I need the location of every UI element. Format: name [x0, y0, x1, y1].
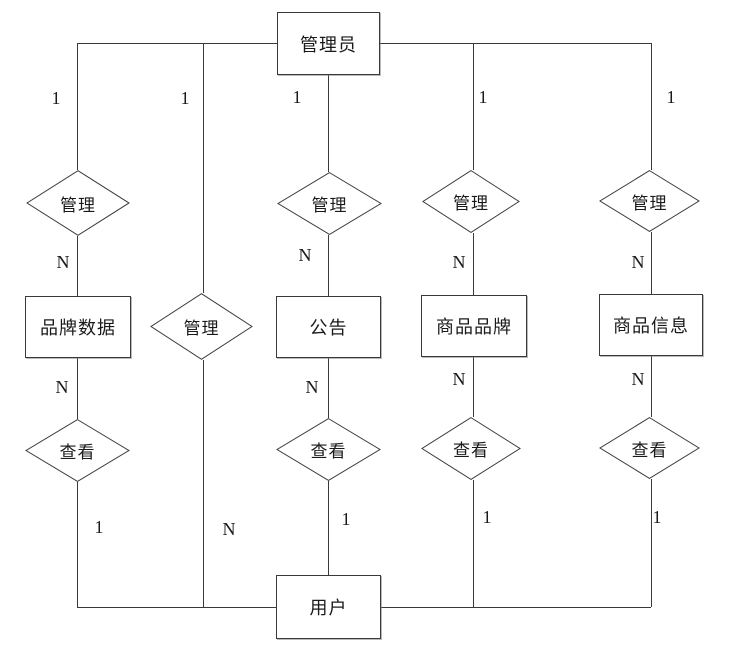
connector-line [473, 43, 474, 170]
diamond-shape-icon [150, 293, 253, 360]
relation-label: 管理 [60, 195, 96, 215]
entity-product-info: 商品信息 [599, 294, 703, 356]
cardinality-one: 1 [482, 507, 492, 527]
cardinality-one: 1 [666, 87, 676, 107]
relation-manage-brand-data: 管理 [26, 170, 130, 236]
cardinality-many: N [631, 369, 645, 389]
cardinality-one: 1 [652, 507, 662, 527]
cardinality-one: 1 [51, 88, 61, 108]
diamond-shape-icon [599, 170, 700, 232]
connector-line [77, 43, 277, 44]
cardinality-many: N [222, 519, 236, 539]
connector-line [77, 482, 78, 607]
cardinality-one: 1 [180, 88, 190, 108]
cardinality-many: N [298, 245, 312, 265]
relation-view-brand-data: 查看 [25, 419, 130, 482]
connector-line [77, 43, 78, 170]
connector-line [651, 232, 652, 294]
diamond-shape-icon [277, 172, 382, 235]
cardinality-one: 1 [94, 517, 104, 537]
relation-view-product-info: 查看 [599, 417, 700, 479]
relation-label: 查看 [453, 441, 489, 460]
entity-user: 用户 [276, 575, 381, 639]
diamond-shape-icon [421, 417, 521, 480]
connector-line [651, 479, 652, 607]
connector-line [328, 235, 329, 296]
relation-label: 查看 [59, 443, 96, 462]
diamond-shape-icon [276, 418, 381, 481]
connector-line [328, 358, 329, 418]
connector-line [651, 356, 652, 417]
relation-manage-product-brand: 管理 [422, 170, 520, 233]
relation-view-announcement: 查看 [276, 418, 381, 481]
relation-label: 管理 [183, 319, 220, 338]
diamond-shape-icon [599, 417, 700, 479]
cardinality-many: N [305, 377, 319, 397]
connector-line [381, 607, 651, 608]
relation-label: 查看 [310, 442, 347, 461]
cardinality-one: 1 [478, 87, 488, 107]
cardinality-many: N [56, 252, 70, 272]
connector-line [203, 360, 204, 607]
diamond-shape-icon [26, 170, 130, 236]
relation-manage-product-info: 管理 [599, 170, 700, 232]
connector-line [328, 481, 329, 575]
cardinality-many: N [452, 369, 466, 389]
diamond-shape-icon [25, 419, 130, 482]
entity-admin: 管理员 [277, 12, 380, 75]
cardinality-one: 1 [292, 87, 302, 107]
relation-view-product-brand: 查看 [421, 417, 521, 480]
relation-label: 查看 [631, 440, 668, 460]
connector-line [328, 75, 329, 172]
connector-line [651, 43, 652, 170]
cardinality-one: 1 [341, 509, 351, 529]
connector-line [473, 480, 474, 607]
relation-label: 管理 [311, 196, 348, 215]
connector-line [380, 43, 651, 44]
connector-line [473, 233, 474, 295]
entity-product-brand: 商品品牌 [421, 295, 527, 357]
diamond-shape-icon [422, 170, 520, 233]
connector-line [77, 358, 78, 419]
relation-manage-announcement: 管理 [277, 172, 382, 235]
connector-line [77, 236, 78, 296]
entity-announcement: 公告 [276, 296, 381, 358]
relation-label: 管理 [631, 193, 668, 213]
relation-manage-user: 管理 [150, 293, 253, 360]
entity-brand-data: 品牌数据 [25, 296, 131, 358]
cardinality-many: N [55, 377, 69, 397]
cardinality-many: N [631, 252, 645, 272]
relation-label: 管理 [453, 194, 489, 213]
connector-line [203, 43, 204, 293]
cardinality-many: N [452, 252, 466, 272]
connector-line [77, 607, 276, 608]
connector-line [473, 357, 474, 417]
